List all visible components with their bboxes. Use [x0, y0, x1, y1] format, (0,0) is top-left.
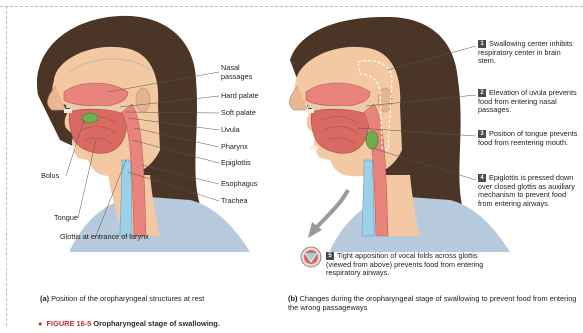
caption-b-marker: (b): [288, 294, 297, 303]
label-nasal-passages: Nasal passages: [221, 64, 252, 81]
figure-number: FIGURE 16-5: [47, 319, 92, 328]
step-3-text: Position of tongue prevents food from re…: [478, 129, 577, 147]
caption-a-text: Position of the oropharyngeal structures…: [51, 294, 204, 303]
step-5-text: Tight apposition of vocal folds across g…: [326, 251, 483, 277]
figure-title: Oropharyngeal stage of swallowing.: [93, 319, 220, 328]
step-1-text: Swallowing center inhibits respiratory c…: [478, 39, 573, 65]
label-trachea: Trachea: [221, 197, 248, 206]
label-uvula: Uvula: [221, 126, 240, 135]
label-pharynx: Pharynx: [221, 143, 248, 152]
label-hard-palate: Hard palate: [221, 92, 259, 101]
figure-bullet: ●: [38, 319, 42, 328]
glottis-inset-illustration: [301, 247, 321, 267]
label-epiglottis: Epiglottis: [221, 159, 251, 168]
label-bolus: Bolus: [41, 172, 59, 181]
label-glottis: Glottis at entrance of larynx: [60, 233, 149, 242]
caption-a-marker: (a): [40, 294, 49, 303]
label-tongue: Tongue: [54, 214, 78, 223]
step-4-text: Epiglottis is pressed down over closed g…: [478, 173, 575, 208]
head-swallowing-illustration: [290, 17, 510, 252]
caption-b: (b) Changes during the oropharyngeal sta…: [288, 294, 578, 312]
label-soft-palate: Soft palate: [221, 109, 256, 118]
label-esophagus: Esophagus: [221, 180, 258, 189]
caption-b-text: Changes during the oropharyngeal stage o…: [288, 294, 576, 312]
figure-caption: ● FIGURE 16-5 Oropharyngeal stage of swa…: [38, 319, 220, 328]
caption-a: (a) Position of the oropharyngeal struct…: [40, 294, 270, 303]
step-2-text: Elevation of uvula prevents food from en…: [478, 88, 577, 114]
